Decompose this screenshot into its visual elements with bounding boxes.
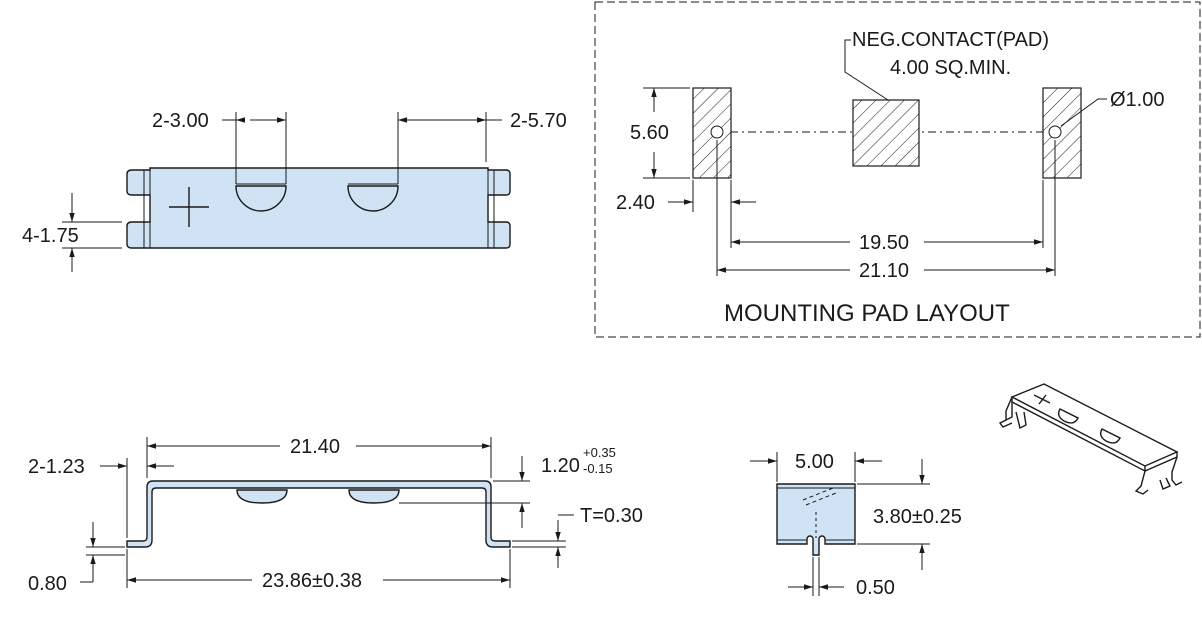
- plus-mark: [169, 187, 209, 227]
- dim-outer-span: 21.10: [859, 260, 909, 282]
- dim-height-tol-minus: -0.15: [583, 461, 613, 476]
- holder-front-outline: [126, 480, 511, 548]
- dim-slot-gap: 0.50: [856, 577, 895, 599]
- dim-slot-width: 2-3.00: [152, 110, 209, 132]
- pad-layout-title: MOUNTING PAD LAYOUT: [724, 300, 1010, 327]
- pad-layout: NEG.CONTACT(PAD) 4.00 SQ.MIN. Ø1.00 5.60…: [594, 1, 1201, 338]
- dim-height-tol-plus: +0.35: [583, 445, 616, 460]
- dim-thickness: T=0.30: [580, 505, 643, 527]
- contact-slot-1: [235, 185, 287, 212]
- dim-overall-length: 23.86±0.38: [262, 570, 362, 592]
- neg-contact-size: 4.00 SQ.MIN.: [890, 57, 1011, 79]
- neg-contact-pad: [852, 99, 920, 167]
- top-view: 2-3.00 2-5.70 4-1.75: [22, 110, 567, 272]
- side-view: 5.00 3.80±0.25 0.50: [750, 451, 962, 599]
- front-view: 21.40 2-1.23 1.20 +0.35 -0.15 T=0.30 0.8…: [28, 436, 643, 595]
- dim-inner-span: 19.50: [859, 232, 909, 254]
- dim-tab-width: 4-1.75: [22, 225, 79, 247]
- dim-slot-spacing: 2-5.70: [510, 110, 567, 132]
- dim-hole-diameter: Ø1.00: [1110, 89, 1164, 111]
- dim-top-length: 21.40: [290, 436, 340, 458]
- contact-bump-2: [348, 489, 400, 504]
- dim-leg-offset: 2-1.23: [28, 456, 85, 478]
- dim-side-width: 5.00: [795, 451, 834, 473]
- contact-bump-1: [236, 489, 288, 504]
- dim-foot: 0.80: [28, 573, 67, 595]
- dim-pad-width: 2.40: [616, 192, 655, 214]
- dim-side-height: 3.80±0.25: [873, 506, 962, 528]
- neg-contact-label: NEG.CONTACT(PAD): [852, 29, 1049, 51]
- contact-slot-2: [347, 185, 399, 212]
- isometric-view: [998, 383, 1183, 495]
- holder-top-outline: [126, 167, 511, 249]
- dim-pad-height: 5.60: [630, 122, 669, 144]
- dim-height: 1.20: [541, 455, 580, 477]
